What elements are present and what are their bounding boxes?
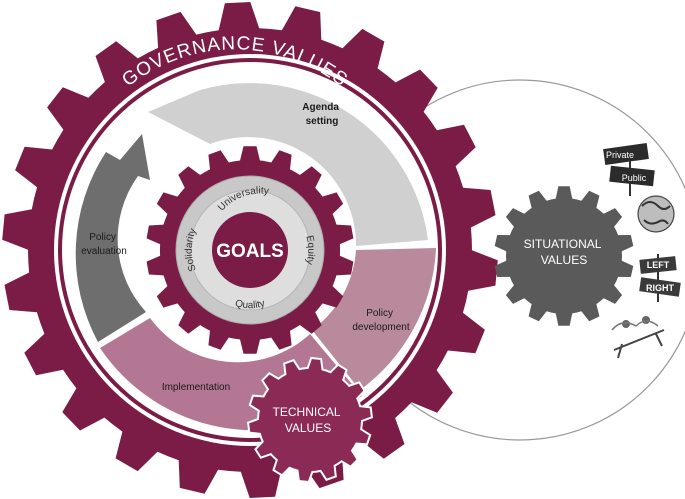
svg-text:Public: Public	[622, 173, 647, 183]
technical-values-gear	[247, 356, 373, 484]
goals-circle	[212, 212, 288, 288]
globe-icon	[637, 195, 675, 233]
situational-values-gear	[494, 186, 634, 326]
policy-evaluation-label: Policy evaluation	[81, 232, 127, 257]
private-public-sign-icon: Private Public	[603, 143, 655, 196]
left-right-sign-icon: LEFT RIGHT	[639, 254, 681, 302]
outer-gear-band	[58, 58, 442, 442]
ring-label-equity: Equity	[303, 234, 316, 265]
policy-development-segment	[312, 248, 436, 390]
svg-text:RIGHT: RIGHT	[646, 283, 675, 293]
policy-evaluation-segment	[75, 134, 150, 342]
svg-text:Private: Private	[606, 150, 634, 160]
implementation-label: Implementation	[162, 382, 230, 393]
scales-scene-icon	[611, 316, 665, 359]
policy-development-label: Policy development	[352, 308, 409, 333]
goals-label: GOALS	[216, 241, 284, 262]
situational-values-label: SITUATIONAL VALUES	[524, 237, 605, 267]
agenda-setting-label: Agenda setting	[302, 102, 341, 127]
ring-label-quality: Quality	[234, 298, 266, 311]
agenda-setting-segment	[148, 83, 428, 246]
technical-values-label: TECHNICAL VALUES	[273, 405, 344, 435]
ring-label-solidarity: Solidarity	[184, 227, 199, 273]
svg-text:LEFT: LEFT	[647, 260, 670, 270]
